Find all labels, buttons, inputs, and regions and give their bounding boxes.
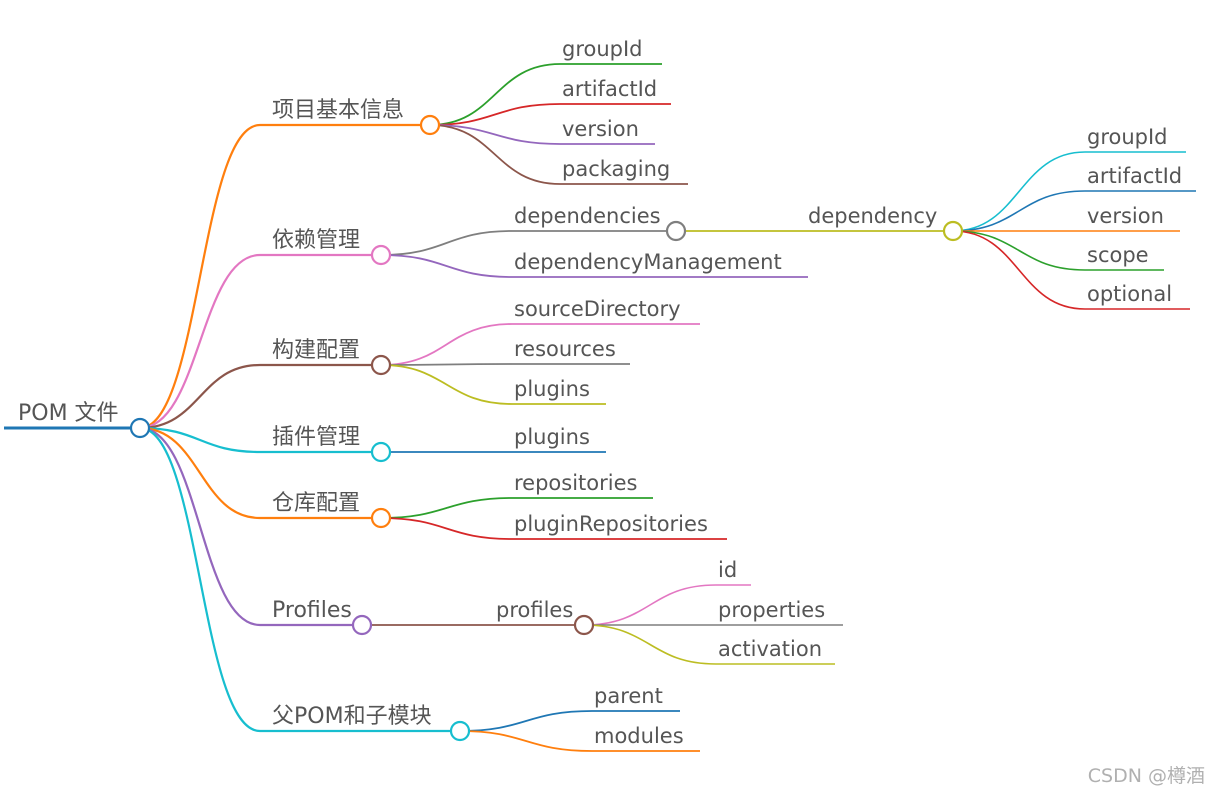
- profiles-node[interactable]: [573, 614, 595, 636]
- edge-root-parent: [139, 426, 261, 733]
- branch-node-pluginmgmt[interactable]: [370, 441, 392, 463]
- edge-basic-0: [429, 63, 561, 126]
- leaf-label-deps-0: dependencies: [514, 204, 661, 228]
- leaf-label-build-0: sourceDirectory: [514, 297, 681, 321]
- branch-label-basic: 项目基本信息: [272, 98, 404, 123]
- edge-profiles-0: [583, 584, 717, 626]
- dependency-leaf-label-0: groupId: [1087, 125, 1168, 149]
- dependency-leaf-label-1: artifactId: [1087, 164, 1182, 188]
- edge-root-repo: [139, 426, 261, 520]
- leaf-label-basic-2: version: [562, 117, 639, 141]
- branch-node-profiles[interactable]: [351, 614, 373, 636]
- leaf-label-build-2: plugins: [514, 377, 590, 401]
- branch-label-pluginmgmt: 插件管理: [272, 425, 360, 450]
- leaf-label-parent-0: parent: [594, 684, 663, 708]
- leaf-label-build-1: resources: [514, 337, 616, 361]
- dependency-node[interactable]: [942, 220, 964, 242]
- edge-root-profiles: [139, 426, 261, 627]
- leaf-label-basic-3: packaging: [562, 157, 670, 181]
- leaf-label-repo-0: repositories: [514, 471, 637, 495]
- leaf-label-profiles-0: profiles: [496, 598, 573, 622]
- leaf-label-deps-1: dependencyManagement: [514, 250, 782, 274]
- branch-node-parent[interactable]: [449, 720, 471, 742]
- dependencies-node[interactable]: [665, 220, 687, 242]
- mindmap-edges: [139, 63, 1086, 752]
- edge-dependency-0: [952, 151, 1086, 232]
- edge-repo-0: [380, 497, 513, 519]
- branch-label-deps: 依赖管理: [272, 228, 360, 253]
- mindmap-nodes: [129, 114, 964, 742]
- profiles-leaf-label-0: id: [718, 558, 737, 582]
- branch-label-repo: 仓库配置: [272, 491, 360, 516]
- branch-node-repo[interactable]: [370, 507, 392, 529]
- edge-dependency-4: [952, 230, 1086, 310]
- dependency-leaf-label-3: scope: [1087, 243, 1149, 267]
- leaf-label-parent-1: modules: [594, 724, 684, 748]
- mindmap-labels: POM 文件 项目基本信息 groupId artifactId version pack…: [18, 37, 1182, 748]
- profiles-leaf-label-1: properties: [718, 598, 825, 622]
- branch-node-deps[interactable]: [370, 244, 392, 266]
- dependency-leaf-label-2: version: [1087, 204, 1164, 228]
- leaf-label-basic-0: groupId: [562, 37, 643, 61]
- dependency-label: dependency: [808, 204, 937, 228]
- edge-basic-2: [429, 124, 561, 145]
- edge-dependency-1: [952, 190, 1086, 232]
- branch-label-build: 构建配置: [272, 338, 360, 363]
- profiles-leaf-label-2: activation: [718, 637, 822, 661]
- branch-label-profiles: Profiles: [272, 598, 352, 623]
- branch-label-parent: 父POM和子模块: [272, 704, 432, 729]
- edge-build-0: [380, 323, 513, 366]
- root-label: POM 文件: [18, 401, 119, 426]
- edge-repo-1: [380, 517, 513, 540]
- edge-root-deps: [139, 253, 261, 430]
- edge-basic-3: [429, 124, 561, 185]
- edge-root-basic: [139, 123, 261, 430]
- mindmap-underlines: [4, 63, 1196, 752]
- leaf-label-repo-1: pluginRepositories: [514, 512, 708, 536]
- leaf-label-basic-1: artifactId: [562, 77, 657, 101]
- root-node[interactable]: [129, 417, 151, 439]
- edge-parent-1: [459, 730, 593, 752]
- branch-node-build[interactable]: [370, 354, 392, 376]
- edge-basic-1: [429, 103, 561, 126]
- dependency-leaf-label-4: optional: [1087, 282, 1172, 306]
- edge-build-1: [380, 363, 513, 366]
- edge-root-build: [139, 363, 261, 430]
- edge-deps-0: [380, 230, 513, 256]
- leaf-label-pluginmgmt-0: plugins: [514, 425, 590, 449]
- branch-node-basic[interactable]: [419, 114, 441, 136]
- edge-parent-0: [459, 710, 593, 732]
- edge-dependency-3: [952, 230, 1086, 271]
- edge-deps-1: [380, 254, 513, 278]
- edge-root-pluginmgmt: [139, 426, 261, 454]
- edge-profiles-2: [583, 624, 717, 665]
- edge-build-2: [380, 364, 513, 405]
- watermark: CSDN @樽酒: [1087, 765, 1205, 787]
